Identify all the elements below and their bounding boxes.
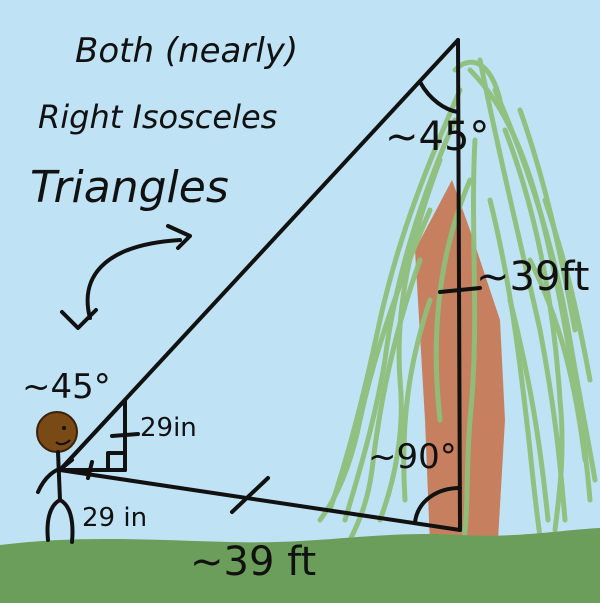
tick-mark-height — [438, 286, 482, 294]
title-line-3: Triangles — [30, 162, 229, 213]
label-height-tree: ~39ft — [476, 254, 589, 300]
label-base: ~39 ft — [190, 539, 316, 585]
angle-mark-bottom-right — [413, 486, 462, 524]
curved-arrow — [60, 224, 192, 330]
person-head — [36, 411, 78, 453]
title-line-2: Right Isosceles — [38, 98, 277, 136]
stick-figure — [36, 411, 78, 544]
small-triangle-ticks — [86, 432, 140, 480]
label-small-height: 29in — [140, 413, 197, 443]
angle-mark-top — [418, 80, 460, 114]
title-line-1: Both (nearly) — [75, 31, 298, 71]
label-angle-bottom-right: ~90° — [368, 437, 457, 477]
large-triangle — [58, 38, 462, 532]
label-angle-person: ~45° — [22, 367, 111, 407]
ground — [0, 528, 600, 603]
tick-mark-base — [230, 476, 270, 514]
label-small-base: 29 in — [82, 503, 147, 533]
label-angle-top: ~45° — [385, 114, 489, 160]
